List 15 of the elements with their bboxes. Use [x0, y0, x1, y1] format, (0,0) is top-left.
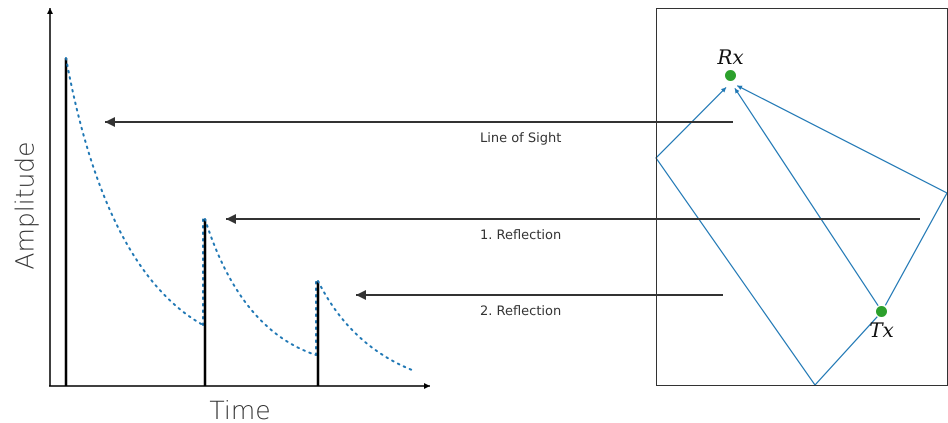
impulse-response	[204, 218, 317, 386]
arrow	[356, 290, 723, 300]
point-label: Rx	[716, 44, 745, 70]
point-label: Tx	[868, 316, 895, 342]
impulse-response	[64, 57, 204, 386]
signal-ray	[736, 85, 948, 306]
edge-label: Line of Sight	[478, 131, 564, 146]
arrow	[105, 117, 733, 127]
axis-title: Time	[209, 396, 271, 423]
room-outline	[656, 8, 948, 386]
signal-ray	[734, 88, 879, 306]
impulse-response	[316, 280, 413, 386]
axis-title: Amplitude	[10, 140, 40, 270]
signal-ray	[655, 87, 878, 386]
arrow	[226, 214, 920, 224]
